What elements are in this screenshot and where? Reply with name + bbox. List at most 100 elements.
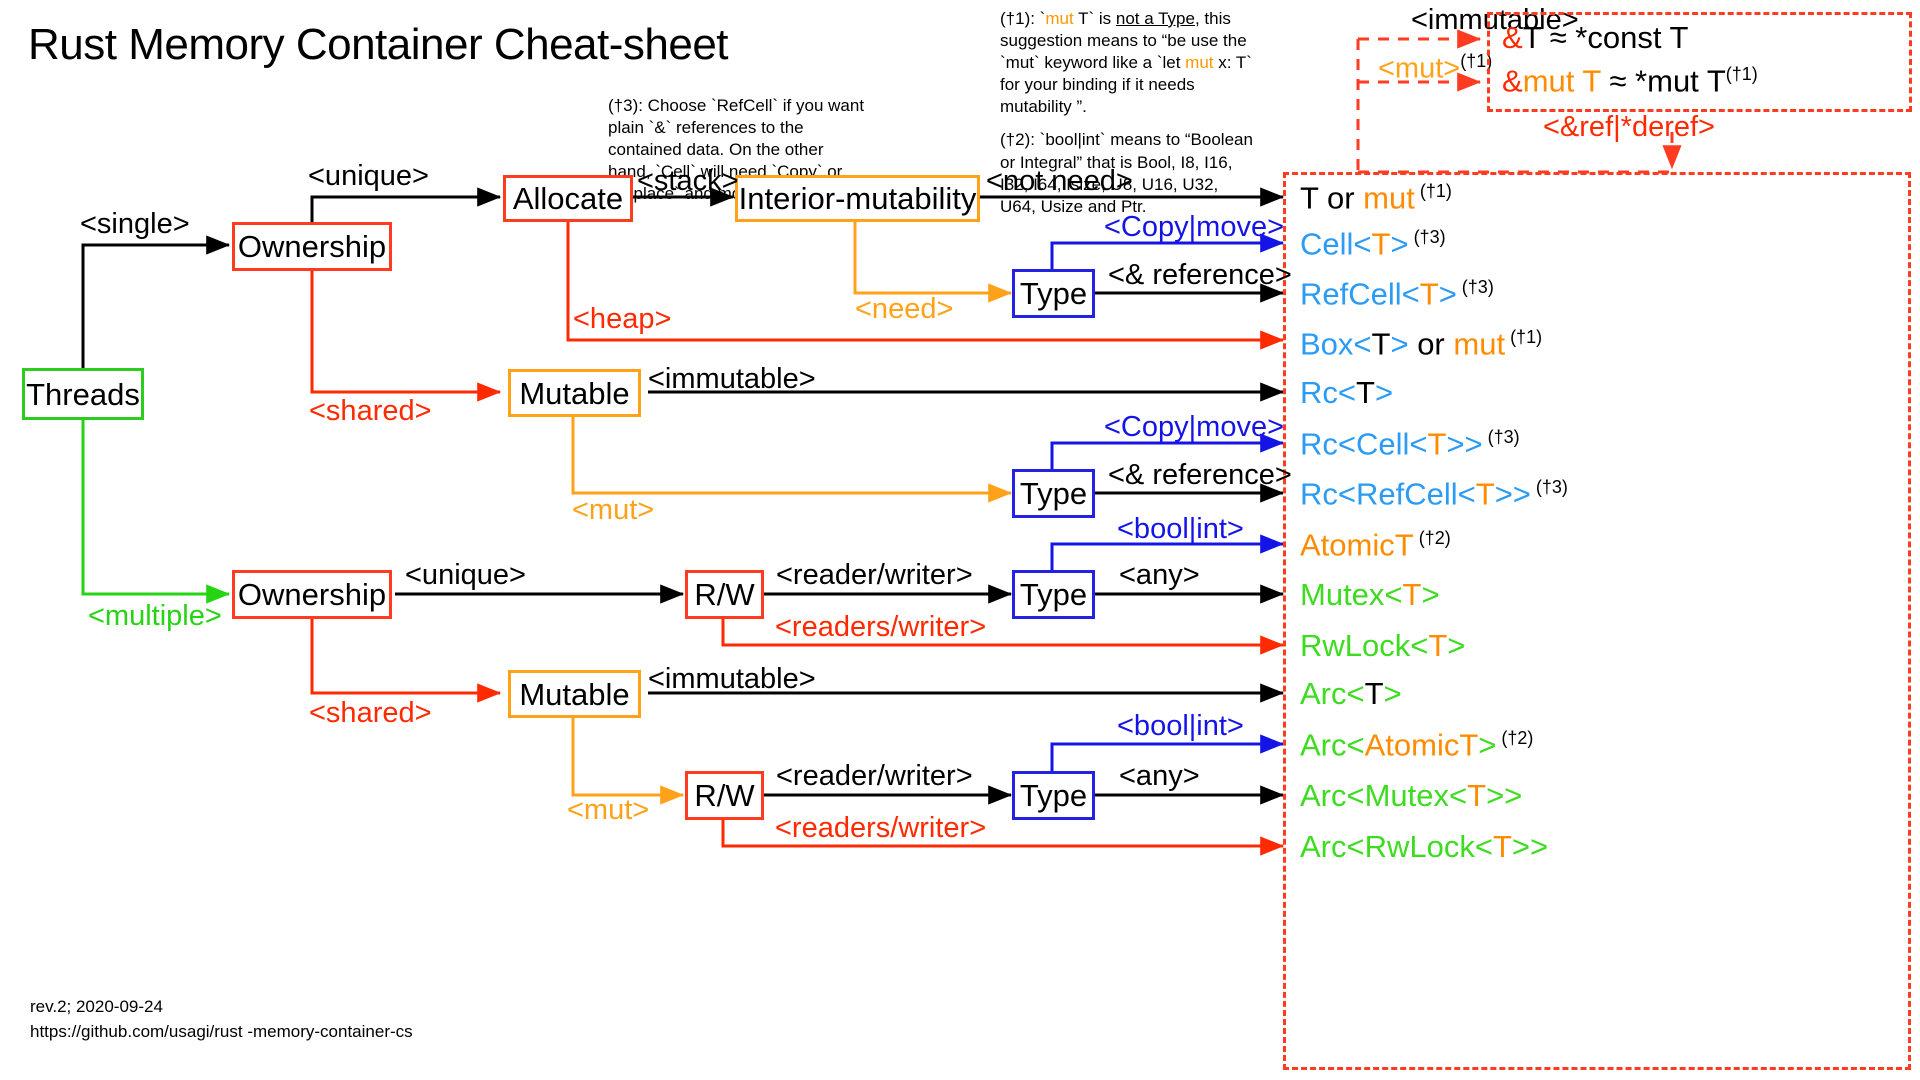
- output-arc-atomic-t-part-1: AtomicT: [1364, 727, 1479, 763]
- page-title: Rust Memory Container Cheat-sheet: [28, 20, 729, 69]
- output-cell-t-part-2: >: [1390, 226, 1409, 262]
- output-box-t-or-mut-part-4: mut: [1453, 326, 1506, 362]
- legend-ref-const: &T ≈ *const T: [1502, 22, 1688, 53]
- legend-row2-mut: mut: [1522, 63, 1575, 99]
- edge-label-readers-writer-1: <readers/writer>: [775, 611, 987, 643]
- legend-ref-mut: &mut T ≈ *mut T(†1): [1502, 65, 1758, 96]
- footer-url[interactable]: https://github.com/usagi/rust -memory-co…: [30, 1021, 413, 1041]
- note-dagger-1-and-2: (†1): `mut T` is not a Type, this sugges…: [1000, 8, 1255, 218]
- output-rc-cell-t-part-1: T: [1427, 426, 1447, 462]
- edge-label-unique-2: <unique>: [405, 559, 526, 591]
- output-atomic-t: AtomicT (†2): [1300, 529, 1451, 560]
- legend-amp-1: &: [1502, 20, 1523, 55]
- output-arc-t: Arc<T>: [1300, 678, 1402, 709]
- footer: rev.2; 2020-09-24 https://github.com/usa…: [30, 995, 413, 1044]
- output-box-t-or-mut-part-3: or: [1417, 326, 1454, 362]
- output-arc-atomic-t-part-2: >: [1478, 727, 1497, 763]
- output-rc-refcell-t-part-2: >>: [1494, 476, 1531, 512]
- edge-label-single: <single>: [80, 208, 190, 240]
- node-type-4-label: Type: [1019, 778, 1088, 813]
- output-atomic-t-part-0: AtomicT: [1300, 527, 1414, 563]
- output-mutex-t-part-2: >: [1421, 577, 1440, 612]
- note1-part-c: , this suggestion means to “be use the `…: [1000, 9, 1247, 73]
- output-arc-rwlock-t-part-0: Arc<RwLock<: [1300, 829, 1493, 864]
- legend-deref-label: <&ref|*deref>: [1543, 111, 1715, 143]
- output-rwlock-t-part-0: RwLock<: [1300, 628, 1429, 663]
- legend-mut-text: <mut>: [1378, 52, 1461, 85]
- legend-row2-rest: ≈ *mut T: [1600, 63, 1726, 99]
- edge-label-reader-writer-2: <reader/writer>: [776, 760, 973, 792]
- legend-mut-sup: (†1): [1460, 51, 1493, 71]
- edge-label-immutable-1: <immutable>: [648, 363, 816, 395]
- output-box-t-or-mut: Box<T> or mut (†1): [1300, 328, 1542, 359]
- edge-label-unique-1: <unique>: [308, 160, 429, 192]
- note-dagger-2: (†2): `bool|int` means to “Boolean or In…: [1000, 130, 1253, 216]
- output-mutex-t: Mutex<T>: [1300, 579, 1440, 610]
- node-threads[interactable]: Threads: [22, 368, 144, 420]
- node-rw-1-label: R/W: [694, 577, 755, 612]
- edge-label-heap: <heap>: [573, 303, 672, 335]
- output-box-t-or-mut-part-2: >: [1390, 326, 1418, 362]
- node-type-3-label: Type: [1019, 577, 1088, 612]
- output-t-or-mut-superscript: (†1): [1414, 181, 1452, 201]
- output-arc-mutex-t: Arc<Mutex<T>>: [1300, 780, 1522, 811]
- node-interior-mutability-label: Interior-mutability: [738, 181, 977, 216]
- node-type-1-label: Type: [1019, 276, 1088, 311]
- edge-label-bool-int-2: <bool|int>: [1117, 710, 1244, 742]
- output-cell-t: Cell<T> (†3): [1300, 228, 1446, 259]
- output-arc-mutex-t-part-2: >>: [1486, 778, 1523, 813]
- output-box-t-or-mut-part-1: T: [1371, 326, 1391, 362]
- edge-label-any-1: <any>: [1119, 559, 1200, 591]
- output-cell-t-part-1: T: [1371, 226, 1391, 262]
- output-arc-rwlock-t: Arc<RwLock<T>>: [1300, 831, 1548, 862]
- legend-mut-label: <mut>(†1): [1378, 52, 1492, 84]
- output-arc-rwlock-t-part-2: >>: [1511, 829, 1549, 864]
- node-ownership-single-label: Ownership: [237, 229, 387, 264]
- output-refcell-t-part-2: >: [1438, 276, 1457, 312]
- node-allocate[interactable]: Allocate: [503, 175, 633, 222]
- node-rw-2[interactable]: R/W: [685, 771, 764, 820]
- output-arc-atomic-t: Arc<AtomicT> (†2): [1300, 729, 1533, 760]
- note-dagger-1: (†1): `mut T` is not a Type, this sugges…: [1000, 8, 1255, 118]
- node-type-4[interactable]: Type: [1012, 771, 1095, 820]
- node-type-3[interactable]: Type: [1012, 570, 1095, 619]
- output-arc-mutex-t-part-1: T: [1467, 778, 1487, 813]
- output-rc-t-part-0: Rc<: [1300, 375, 1356, 410]
- node-type-1[interactable]: Type: [1012, 269, 1095, 318]
- note1-mut-1: mut: [1045, 9, 1074, 28]
- edge-label-mut-2: <mut>: [567, 794, 650, 826]
- output-rc-t: Rc<T>: [1300, 377, 1393, 408]
- output-mutex-t-part-1: T: [1402, 577, 1422, 612]
- legend-row2-t: T: [1574, 63, 1601, 99]
- output-cell-t-superscript: (†3): [1408, 227, 1446, 247]
- edge-label-readers-writer-2: <readers/writer>: [775, 812, 987, 844]
- edge-label-need: <need>: [855, 293, 954, 325]
- output-rwlock-t: RwLock<T>: [1300, 630, 1465, 661]
- edge-label-shared-2: <shared>: [309, 697, 432, 729]
- output-arc-t-part-0: Arc<: [1300, 676, 1365, 711]
- node-mutable-single[interactable]: Mutable: [508, 369, 641, 417]
- legend-row1-rest: T ≈ *const T: [1522, 20, 1689, 55]
- output-arc-atomic-t-part-0: Arc<: [1300, 727, 1365, 763]
- node-ownership-single[interactable]: Ownership: [232, 222, 392, 271]
- node-interior-mutability[interactable]: Interior-mutability: [735, 175, 980, 222]
- edge-label-immutable-2: <immutable>: [648, 663, 816, 695]
- output-arc-rwlock-t-part-1: T: [1492, 829, 1512, 864]
- node-type-2[interactable]: Type: [1012, 469, 1095, 518]
- node-mutable-multi-label: Mutable: [519, 676, 630, 712]
- output-box-t-or-mut-superscript: (†1): [1505, 327, 1543, 347]
- note1-part-d: x: T` for your binding if it needs mutab…: [1000, 53, 1252, 117]
- output-rc-cell-t: Rc<Cell<T>> (†3): [1300, 428, 1520, 459]
- node-allocate-label: Allocate: [512, 181, 624, 216]
- node-mutable-multi[interactable]: Mutable: [508, 670, 641, 718]
- note1-part-b: T` is: [1073, 9, 1116, 28]
- output-rc-t-part-2: >: [1374, 375, 1394, 410]
- output-cell-t-part-0: Cell<: [1300, 226, 1372, 262]
- node-ownership-multi[interactable]: Ownership: [232, 570, 392, 619]
- node-rw-2-label: R/W: [694, 778, 755, 813]
- node-rw-1[interactable]: R/W: [685, 570, 764, 619]
- output-arc-atomic-t-superscript: (†2): [1496, 728, 1534, 748]
- edge-label-ref-1: <& reference>: [1108, 259, 1292, 291]
- edge-label-any-2: <any>: [1119, 760, 1200, 792]
